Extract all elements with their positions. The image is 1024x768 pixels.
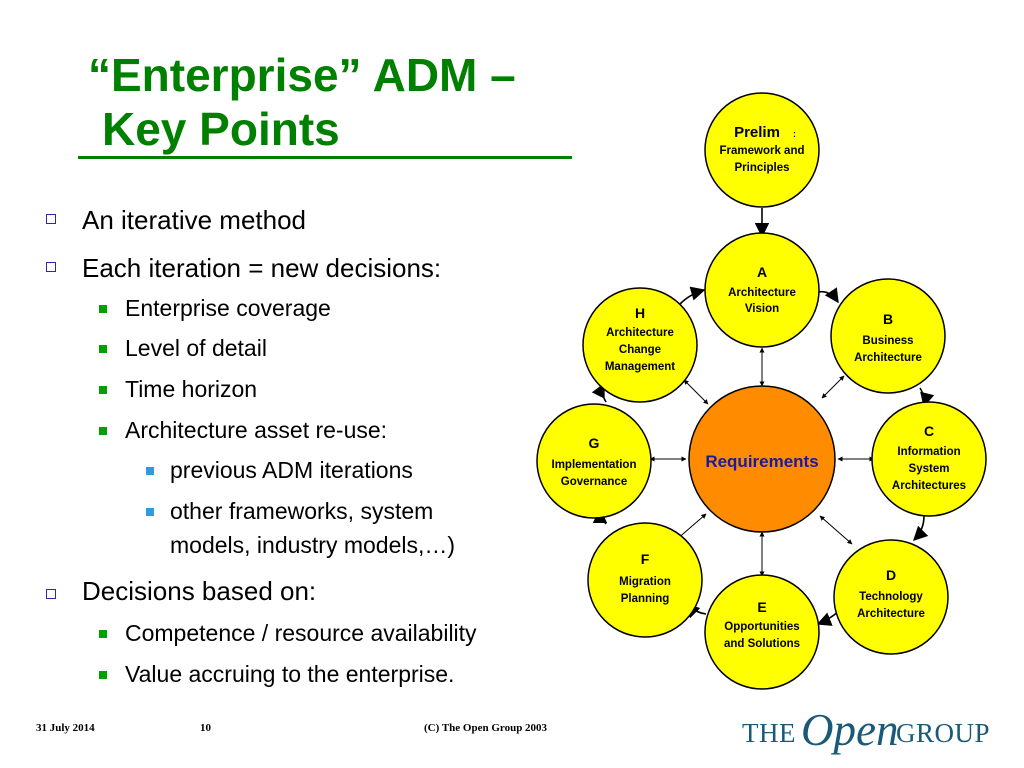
bullet-marker-green: [99, 305, 107, 313]
bullet-item: Level of detail: [125, 335, 267, 361]
phase-b-text-line: Architecture: [854, 352, 922, 364]
bullet-item: Competence / resource availability: [125, 620, 477, 646]
phase-a-text-line: Vision: [745, 303, 779, 315]
bullet-item: Decisions based on:: [82, 576, 317, 606]
bullet-marker-green: [99, 345, 107, 353]
phase-f-circle: [587, 522, 703, 638]
phase-d-letter: D: [886, 567, 896, 583]
phase-g-letter: G: [589, 435, 600, 451]
phase-e-letter: E: [757, 599, 766, 615]
bullet-item: Architecture asset re-use:: [125, 417, 388, 443]
requirements-label: Requirements: [705, 452, 818, 471]
logo-open: Open: [801, 705, 899, 755]
prelim-colon: :: [793, 129, 796, 139]
prelim-node: Prelim : Framework and Principles: [704, 92, 820, 208]
prelim-label: Prelim: [734, 124, 780, 141]
footer-page-number: 10: [200, 722, 211, 734]
bullet-marker-green: [99, 427, 107, 435]
footer-date: 31 July 2014: [36, 722, 95, 734]
bullet-marker-hollow: [46, 262, 56, 272]
phase-b-text-line: Business: [862, 335, 913, 347]
bullet-item: Time horizon: [125, 376, 258, 402]
phase-g-text-line: Implementation: [552, 459, 637, 471]
bullet-item: Value accruing to the enterprise.: [125, 661, 455, 687]
phase-c-text-line: Architectures: [892, 480, 966, 492]
slide-title: “Enterprise” ADM – Key Points: [88, 48, 588, 156]
link-b: [821, 375, 845, 399]
phase-c-node: C Information System Architectures: [871, 401, 987, 517]
bullet-marker-blue: [146, 467, 154, 475]
prelim-text-line: Framework and: [720, 145, 805, 157]
requirements-circle: [688, 385, 836, 533]
phase-c-letter: C: [924, 423, 934, 439]
phase-b-letter: B: [883, 311, 893, 327]
phase-d-circle: [833, 539, 949, 655]
bullet-item: Each iteration = new decisions:: [82, 253, 442, 283]
a-to-b-arrow: [817, 287, 839, 304]
h-to-a-arrow: [679, 286, 706, 305]
phase-h-text-line: Architecture: [606, 327, 674, 339]
phase-e-text-line: Opportunities: [724, 621, 799, 633]
footer-copyright: (C) The Open Group 2003: [424, 722, 548, 734]
title-line-2: Key Points: [102, 103, 340, 155]
phase-e-circle: [704, 574, 820, 690]
d-to-e-arrow: [816, 611, 839, 626]
bullet-marker-green: [99, 386, 107, 394]
prelim-text-line: Principles: [735, 162, 790, 174]
phase-a-text-line: Architecture: [728, 287, 796, 299]
link-d: [819, 515, 853, 545]
phase-d-node: D Technology Architecture: [833, 539, 949, 655]
bullet-item-continued: models, industry models,…): [170, 532, 456, 558]
phase-c-text-line: Information: [897, 446, 960, 458]
phase-a-circle: [704, 232, 820, 348]
phase-h-text-line: Management: [605, 361, 675, 373]
phase-h-letter: H: [635, 305, 645, 321]
phase-g-circle: [536, 403, 652, 519]
phase-h-text-line: Change: [619, 344, 661, 356]
phase-f-text-line: Migration: [619, 576, 671, 588]
logo-group: GROUP: [896, 718, 991, 748]
phase-a-letter: A: [757, 264, 767, 280]
open-group-logo: THE Open GROUP: [742, 705, 992, 755]
phase-c-text-line: System: [909, 463, 950, 475]
bullet-marker-hollow: [46, 589, 56, 599]
phase-g-node: G Implementation Governance: [536, 403, 652, 519]
logo-the: THE: [742, 718, 796, 748]
requirements-node: Requirements: [688, 385, 836, 533]
phase-f-node: F Migration Planning: [587, 522, 703, 638]
phase-h-node: H Architecture Change Management: [582, 287, 698, 403]
phase-b-circle: [830, 278, 946, 394]
phase-f-letter: F: [641, 551, 650, 567]
prelim-circle: [704, 92, 820, 208]
phase-h-circle: [582, 287, 698, 403]
link-h: [683, 379, 709, 405]
c-to-d-arrow: [912, 515, 929, 542]
phase-d-text-line: Architecture: [857, 608, 925, 620]
bullet-marker-green: [99, 671, 107, 679]
bullet-item: Enterprise coverage: [125, 295, 331, 321]
phase-b-node: B Business Architecture: [830, 278, 946, 394]
phase-c-circle: [871, 401, 987, 517]
bullet-item: An iterative method: [82, 205, 307, 235]
phase-e-text-line: and Solutions: [724, 638, 800, 650]
phase-d-text-line: Technology: [859, 591, 923, 603]
phase-a-node: A Architecture Vision: [704, 232, 820, 348]
title-underline: [78, 156, 572, 159]
bullet-marker-hollow: [46, 214, 56, 224]
bullet-item: other frameworks, system: [170, 498, 434, 524]
phase-f-text-line: Planning: [621, 593, 670, 605]
bullet-marker-blue: [146, 508, 154, 516]
title-line-1: “Enterprise” ADM –: [88, 49, 516, 101]
bullet-item: previous ADM iterations: [170, 457, 413, 483]
bullet-marker-green: [99, 630, 107, 638]
phase-e-node: E Opportunities and Solutions: [704, 574, 820, 690]
phase-g-text-line: Governance: [561, 476, 627, 488]
